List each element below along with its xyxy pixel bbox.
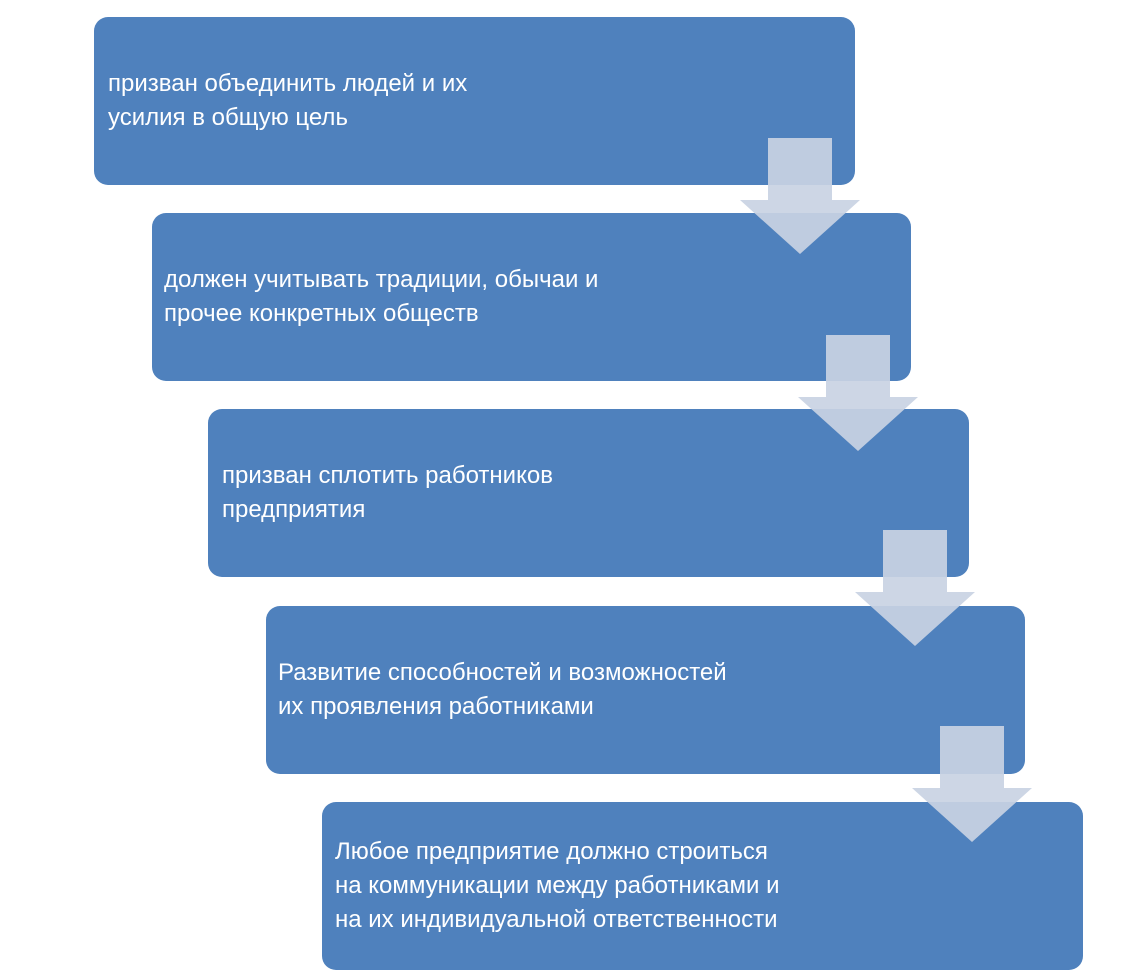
step-box-2: должен учитывать традиции, обычаи и проч… (152, 213, 911, 381)
step-box-1: призван объединить людей и их усилия в о… (94, 17, 855, 185)
step-text-3: призван сплотить работников предприятия (222, 462, 553, 523)
step-text-1: призван объединить людей и их усилия в о… (108, 70, 468, 131)
down-arrow-icon (912, 726, 1032, 842)
step-text-4: Развитие способностей и возможностей их … (278, 659, 727, 720)
step-box-4: Развитие способностей и возможностей их … (266, 606, 1025, 774)
step-text-5: Любое предприятие должно строиться на ко… (335, 838, 780, 933)
step-box-5: Любое предприятие должно строиться на ко… (322, 802, 1083, 970)
down-arrow-icon (740, 138, 860, 254)
step-text-2: должен учитывать традиции, обычаи и проч… (164, 266, 599, 327)
down-arrow-icon (798, 335, 918, 451)
down-arrow-icon (855, 530, 975, 646)
step-box-3: призван сплотить работников предприятия (208, 409, 969, 577)
